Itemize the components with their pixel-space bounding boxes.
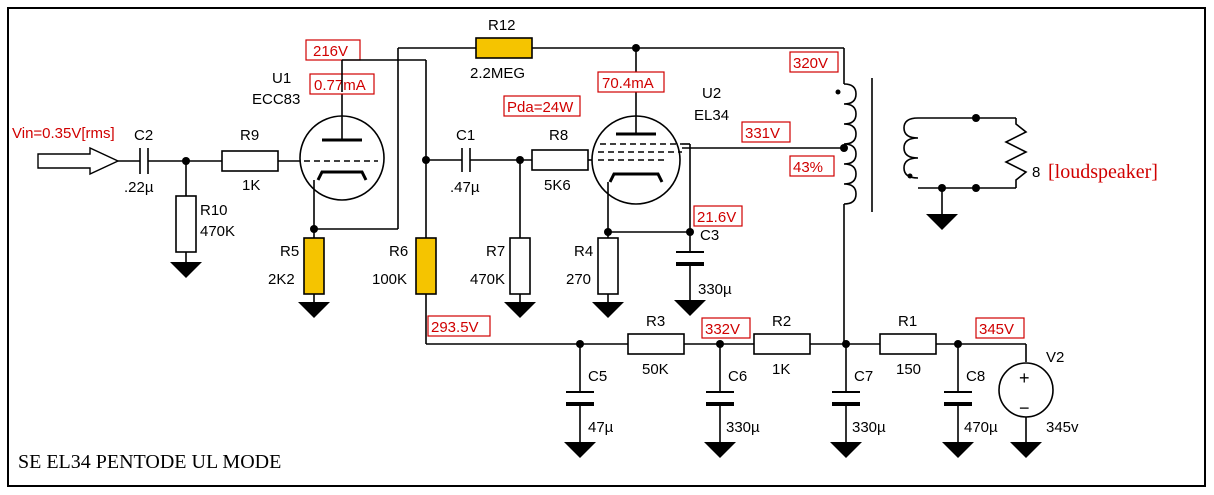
diagram-border <box>7 7 1206 487</box>
r12-resistor <box>475 37 533 59</box>
diagram-title: SE EL34 PENTODE UL MODE <box>18 451 281 473</box>
v216-annotation: 216V <box>313 43 348 60</box>
r4-ref: R4 <box>574 243 593 260</box>
c3-ref: C3 <box>700 227 719 244</box>
speaker-label: [loudspeaker] <box>1048 161 1158 183</box>
c7-ref: C7 <box>854 368 873 385</box>
ground-icon <box>564 442 596 458</box>
c7-value: 330µ <box>852 419 886 436</box>
ground-icon <box>1010 442 1042 458</box>
v2-plus-sign: + <box>1019 368 1030 388</box>
junction-dot <box>604 228 612 236</box>
r8-ref: R8 <box>549 127 568 144</box>
u1-value: ECC83 <box>252 91 300 108</box>
ground-icon <box>592 302 624 318</box>
r12-ref: R12 <box>488 17 516 34</box>
r6-ref: R6 <box>389 243 408 260</box>
r7-value: 470K <box>470 271 505 288</box>
ground-icon <box>170 262 202 278</box>
u2-ref: U2 <box>702 85 721 102</box>
junction-dot <box>840 144 848 152</box>
r6-value: 100K <box>372 271 407 288</box>
r10-value: 470K <box>200 223 235 240</box>
u1-cathode <box>316 170 368 181</box>
v345-annotation: 345V <box>979 321 1014 338</box>
c5-value: 47µ <box>588 419 614 436</box>
r8-value: 5K6 <box>544 177 571 194</box>
i704-annotation: 70.4mA <box>602 75 654 92</box>
r1-ref: R1 <box>898 313 917 330</box>
i077-annotation: 0.77mA <box>314 77 366 94</box>
v216b-annotation: 21.6V <box>697 209 736 226</box>
c1-ref: C1 <box>456 127 475 144</box>
c6-ref: C6 <box>728 368 747 385</box>
r4-value: 270 <box>566 271 591 288</box>
u2-cathode <box>608 172 664 183</box>
c8-value: 470µ <box>964 419 998 436</box>
r3-value: 50K <box>642 361 669 378</box>
ground-icon <box>704 442 736 458</box>
r9-resistor <box>221 150 279 172</box>
ground-icon <box>298 302 330 318</box>
u2-value: EL34 <box>694 107 729 124</box>
ot-secondary-winding <box>903 117 919 179</box>
r5-resistor <box>303 237 325 295</box>
ground-icon <box>504 302 536 318</box>
r7-resistor <box>509 237 531 295</box>
v2-value: 345v <box>1046 419 1079 436</box>
ground-icon <box>926 214 958 230</box>
v2-minus-sign: − <box>1019 398 1030 418</box>
p43-annotation: 43% <box>793 159 823 176</box>
c6-value: 330µ <box>726 419 760 436</box>
r9-value: 1K <box>242 177 260 194</box>
r7-ref: R7 <box>486 243 505 260</box>
r1-resistor <box>879 333 937 355</box>
r2-value: 1K <box>772 361 790 378</box>
r3-resistor <box>627 333 685 355</box>
loudspeaker-load <box>1004 118 1028 188</box>
phase-dot <box>835 89 841 95</box>
r5-value: 2K2 <box>268 271 295 288</box>
r4-resistor <box>597 237 619 295</box>
c8-ref: C8 <box>966 368 985 385</box>
pda-annotation: Pda=24W <box>507 99 574 116</box>
ground-icon <box>942 442 974 458</box>
r2-ref: R2 <box>772 313 791 330</box>
r2-resistor <box>753 333 811 355</box>
r8-resistor <box>531 149 589 171</box>
c2-ref: C2 <box>134 127 153 144</box>
c5-ref: C5 <box>588 368 607 385</box>
r12-value: 2.2MEG <box>470 65 525 82</box>
v320-annotation: 320V <box>793 55 828 72</box>
v2935-annotation: 293.5V <box>431 319 479 336</box>
r1-value: 150 <box>896 361 921 378</box>
r10-resistor <box>175 195 197 253</box>
r6-resistor <box>415 237 437 295</box>
r5-ref: R5 <box>280 243 299 260</box>
vin-annotation: Vin=0.35V[rms] <box>12 125 115 142</box>
phase-dot <box>907 173 913 179</box>
ot-primary-winding <box>843 83 857 205</box>
v331-annotation: 331V <box>745 125 780 142</box>
ground-icon <box>674 300 706 316</box>
r10-ref: R10 <box>200 202 228 219</box>
input-arrow-icon <box>37 146 120 176</box>
c3-value: 330µ <box>698 281 732 298</box>
v332-annotation: 332V <box>705 321 740 338</box>
r9-ref: R9 <box>240 127 259 144</box>
speaker-impedance: 8 <box>1032 164 1040 181</box>
c1-value: .47µ <box>450 179 480 196</box>
ground-icon <box>830 442 862 458</box>
v2-ref: V2 <box>1046 349 1064 366</box>
u1-ref: U1 <box>272 70 291 87</box>
c2-value: .22µ <box>124 179 154 196</box>
r3-ref: R3 <box>646 313 665 330</box>
